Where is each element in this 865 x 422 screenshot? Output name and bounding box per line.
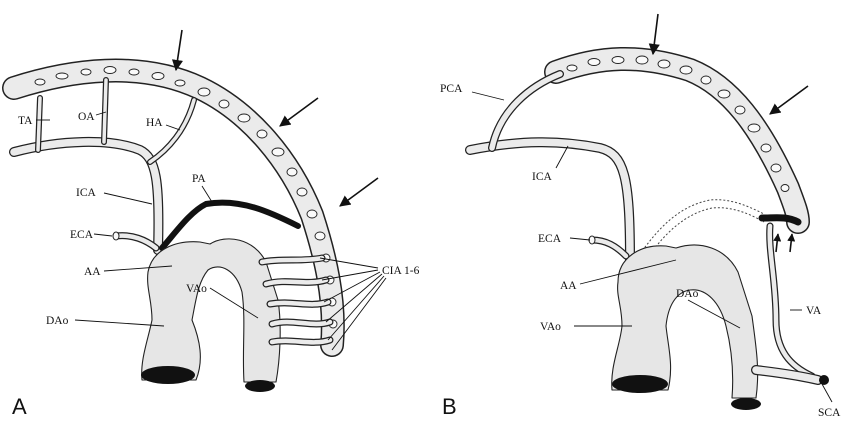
label-pa: PA xyxy=(192,173,206,185)
diagonal-arrow-icon xyxy=(280,98,318,126)
label-eca: ECA xyxy=(538,233,562,245)
label-eca: ECA xyxy=(70,229,94,241)
label-cia: CIA 1-6 xyxy=(382,265,420,277)
label-pca: PCA xyxy=(440,83,463,95)
panel-b: PCA ICA ECA AA VAo DAo VA SCA B xyxy=(440,14,841,419)
label-ta: TA xyxy=(18,115,33,127)
label-dao: DAo xyxy=(676,288,699,300)
panel-a-aortic-arches xyxy=(141,239,330,392)
panel-letter-a: A xyxy=(12,394,27,419)
label-aa: AA xyxy=(560,280,577,292)
diagonal-arrow-icon xyxy=(340,178,378,206)
panel-letter-b: B xyxy=(442,394,457,419)
down-arrow-icon xyxy=(653,14,658,54)
panel-b-vascular-network xyxy=(556,56,798,222)
down-arrow-icon xyxy=(176,30,182,70)
label-vao: VAo xyxy=(540,321,561,333)
panel-a-carotid-tree xyxy=(14,80,194,250)
panel-b-highlighted-segment xyxy=(762,218,798,222)
arrowhead-icon xyxy=(790,234,792,252)
panel-a: TA OA HA PA ICA ECA AA VAo DAo CIA 1-6 A xyxy=(12,30,420,419)
arrowhead-icon xyxy=(776,234,778,252)
label-vao: VAo xyxy=(186,283,207,295)
label-sca: SCA xyxy=(818,407,841,419)
panel-b-aortic-arches xyxy=(612,245,829,410)
diagonal-arrow-icon xyxy=(770,86,808,114)
label-va: VA xyxy=(806,305,822,317)
label-dao: DAo xyxy=(46,315,69,327)
label-oa: OA xyxy=(78,111,95,123)
label-aa: AA xyxy=(84,266,101,278)
label-ha: HA xyxy=(146,117,163,129)
label-ica: ICA xyxy=(532,171,553,183)
label-ica: ICA xyxy=(76,187,97,199)
